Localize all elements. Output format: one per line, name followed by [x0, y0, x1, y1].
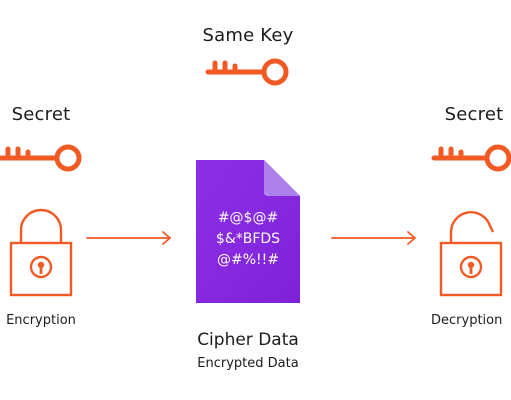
cipher-document: #@$@# $&*BFDS @#%!!# [196, 160, 300, 303]
lock-closed-icon [8, 208, 74, 300]
key-icon [0, 143, 84, 173]
cipher-data-title: Cipher Data [197, 330, 299, 350]
cipher-line: $&*BFDS [215, 231, 281, 247]
key-icon [431, 143, 511, 173]
encrypted-data-subtitle: Encrypted Data [197, 356, 299, 371]
encryption-label: Encryption [6, 313, 76, 328]
secret-label-left: Secret [11, 104, 71, 125]
arrow-right-icon [85, 230, 175, 246]
decryption-label: Decryption [431, 313, 503, 328]
document-icon [196, 160, 300, 303]
secret-label-right: Secret [444, 104, 504, 125]
lock-open-icon [438, 208, 504, 300]
same-key-label: Same Key [202, 25, 294, 46]
key-icon [205, 57, 291, 87]
cipher-line: #@$@# [217, 210, 279, 226]
cipher-line: @#%!!# [217, 252, 279, 268]
arrow-right-icon [330, 230, 420, 246]
cipher-text: #@$@# $&*BFDS @#%!!# [196, 208, 300, 271]
